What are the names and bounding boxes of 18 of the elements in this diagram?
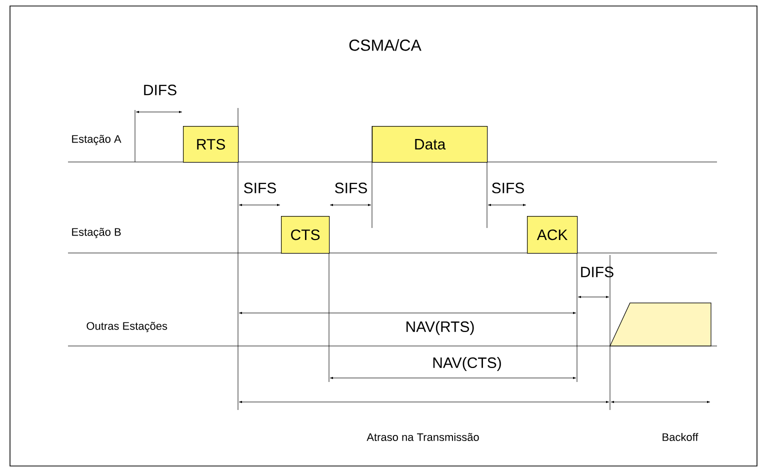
interval-label: Backoff bbox=[662, 432, 698, 442]
frame-box: CTS bbox=[281, 216, 330, 254]
title: CSMA/CA bbox=[349, 39, 422, 51]
dimension-label: NAV(CTS) bbox=[433, 357, 501, 371]
backoff-shape bbox=[610, 302, 712, 346]
dimension-label: DIFS bbox=[144, 84, 176, 96]
station-label: Estação A bbox=[72, 134, 122, 146]
frame-box: ACK bbox=[527, 216, 578, 254]
dimension-label: DIFS bbox=[581, 266, 614, 278]
station-label: Estação B bbox=[72, 228, 121, 238]
dimension-label: NAV(RTS) bbox=[406, 321, 474, 335]
dimension-label: SIFS bbox=[335, 182, 367, 194]
station-label: Outras Estações bbox=[86, 322, 168, 332]
interval-label: Atraso na Transmissão bbox=[366, 432, 479, 442]
frame-box: Data bbox=[372, 126, 488, 163]
frame-box: RTS bbox=[183, 126, 239, 163]
dimension-label: SIFS bbox=[244, 182, 276, 194]
dimension-label: SIFS bbox=[492, 182, 524, 194]
